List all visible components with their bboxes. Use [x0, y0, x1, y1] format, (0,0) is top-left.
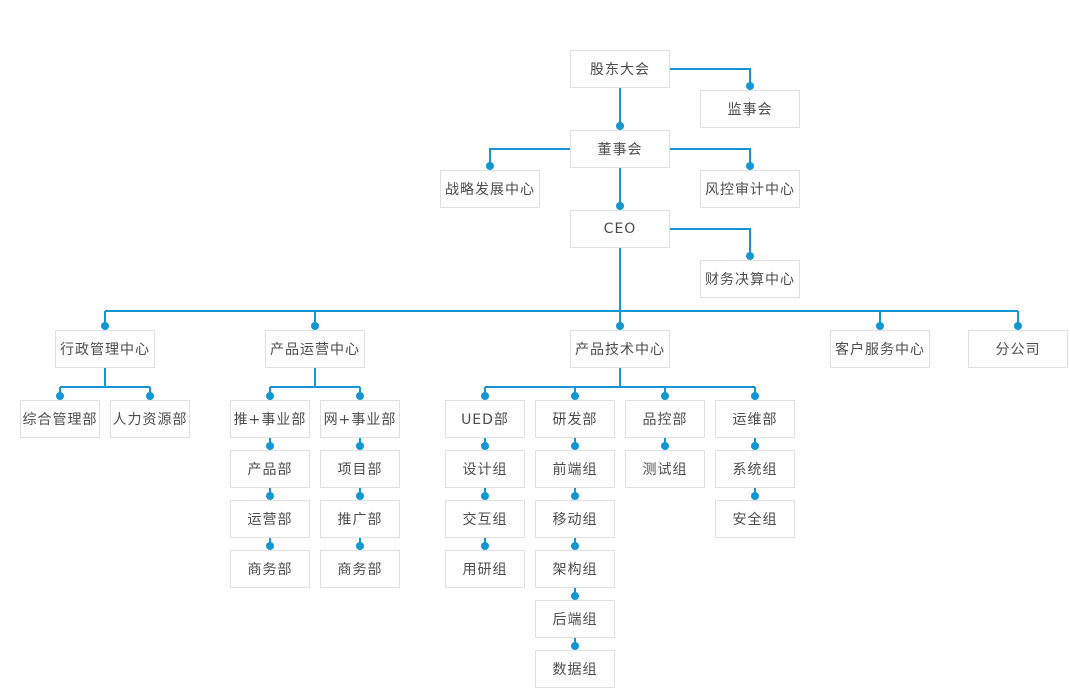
org-node-product-ops-center: 产品运营中心 — [265, 330, 365, 368]
org-node-business-dept-2: 商务部 — [320, 550, 400, 588]
org-node-tui-business-unit: 推+事业部 — [230, 400, 310, 438]
org-node-interaction-group: 交互组 — [445, 500, 525, 538]
org-node-ceo: CEO — [570, 210, 670, 248]
connector-line — [670, 68, 751, 86]
org-node-backend-group: 后端组 — [535, 600, 615, 638]
org-node-ops-maintenance-dept: 运维部 — [715, 400, 795, 438]
connector-dot — [571, 642, 579, 650]
connector-line — [670, 228, 751, 256]
connector-line — [489, 148, 570, 166]
connector-dot — [56, 392, 64, 400]
connector-dot — [876, 322, 884, 330]
connector-dot — [1014, 322, 1022, 330]
org-node-promotion-dept: 推广部 — [320, 500, 400, 538]
connector-dot — [486, 162, 494, 170]
connector-dot — [751, 492, 759, 500]
connector-dot — [481, 542, 489, 550]
connector-dot — [481, 392, 489, 400]
org-node-product-tech-center: 产品技术中心 — [570, 330, 670, 368]
org-node-admin-mgmt-center: 行政管理中心 — [55, 330, 155, 368]
org-node-board-of-directors: 董事会 — [570, 130, 670, 168]
org-node-data-group: 数据组 — [535, 650, 615, 688]
connector-dot — [751, 442, 759, 450]
connector-dot — [356, 442, 364, 450]
org-node-design-group: 设计组 — [445, 450, 525, 488]
connector-dot — [571, 592, 579, 600]
connector-dot — [661, 392, 669, 400]
connector-dot — [616, 122, 624, 130]
org-node-system-group: 系统组 — [715, 450, 795, 488]
org-node-project-dept: 项目部 — [320, 450, 400, 488]
org-node-risk-audit-center: 风控审计中心 — [700, 170, 800, 208]
org-node-branch-company: 分公司 — [968, 330, 1068, 368]
org-node-shareholders-meeting: 股东大会 — [570, 50, 670, 88]
org-node-rd-dept: 研发部 — [535, 400, 615, 438]
connector-dot — [746, 252, 754, 260]
connector-dot — [481, 492, 489, 500]
org-node-user-research-group: 用研组 — [445, 550, 525, 588]
org-node-finance-settlement-center: 财务决算中心 — [700, 260, 800, 298]
connector-dot — [746, 162, 754, 170]
connector-dot — [266, 392, 274, 400]
connector-dot — [751, 392, 759, 400]
connector-dot — [661, 442, 669, 450]
connector-dot — [266, 542, 274, 550]
org-node-ued-dept: UED部 — [445, 400, 525, 438]
connector-dot — [571, 542, 579, 550]
org-node-business-dept-1: 商务部 — [230, 550, 310, 588]
connector-line — [670, 148, 751, 166]
connector-dot — [311, 322, 319, 330]
connector-dot — [146, 392, 154, 400]
org-node-customer-service-center: 客户服务中心 — [830, 330, 930, 368]
org-node-architecture-group: 架构组 — [535, 550, 615, 588]
connector-dot — [616, 322, 624, 330]
org-node-testing-group: 测试组 — [625, 450, 705, 488]
connector-dot — [571, 442, 579, 450]
connector-dot — [266, 492, 274, 500]
org-node-security-group: 安全组 — [715, 500, 795, 538]
connector-dot — [356, 542, 364, 550]
org-node-strategy-dev-center: 战略发展中心 — [440, 170, 540, 208]
org-node-qc-dept: 品控部 — [625, 400, 705, 438]
org-node-mobile-group: 移动组 — [535, 500, 615, 538]
org-node-general-mgmt-dept: 综合管理部 — [20, 400, 100, 438]
org-node-wang-business-unit: 网+事业部 — [320, 400, 400, 438]
connector-dot — [616, 202, 624, 210]
connector-dot — [356, 492, 364, 500]
org-node-product-dept: 产品部 — [230, 450, 310, 488]
org-node-hr-dept: 人力资源部 — [110, 400, 190, 438]
connector-dot — [571, 392, 579, 400]
connector-dot — [356, 392, 364, 400]
connector-dot — [101, 322, 109, 330]
connector-dot — [746, 82, 754, 90]
org-node-frontend-group: 前端组 — [535, 450, 615, 488]
connector-dot — [481, 442, 489, 450]
org-node-supervisory-board: 监事会 — [700, 90, 800, 128]
connector-dot — [571, 492, 579, 500]
connector-dot — [266, 442, 274, 450]
org-node-operations-dept: 运营部 — [230, 500, 310, 538]
